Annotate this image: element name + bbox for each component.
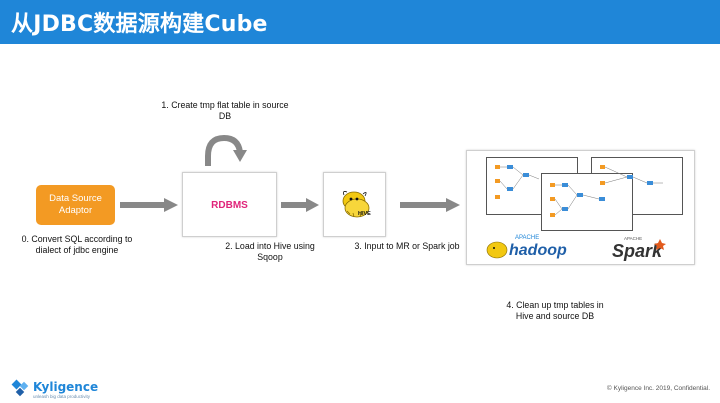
title-bar: 从JDBC数据源构建Cube: [0, 0, 720, 44]
dag-card-front: [541, 173, 633, 231]
rdbms-label: RDBMS: [211, 200, 248, 211]
hive-box: HIVE: [323, 172, 386, 237]
hadoop-apache-text: APACHE: [515, 235, 539, 241]
hadoop-logo-icon: APACHE hadoop: [486, 235, 567, 259]
spark-logo-icon: APACHE Spark: [612, 236, 666, 261]
spark-apache-text: APACHE: [624, 236, 642, 241]
step-0-label: 0. Convert SQL according to dialect of j…: [21, 234, 133, 255]
rdbms-box: RDBMS: [182, 172, 277, 237]
step-1-label: 1. Create tmp flat table in source DB: [161, 100, 289, 121]
hadoop-logo-text: hadoop: [509, 242, 567, 259]
page-title: 从JDBC数据源构建Cube: [11, 12, 268, 37]
company-tagline: unleash big data productivity: [33, 394, 91, 399]
arrow-hive-to-engine-icon: [400, 198, 460, 212]
step-3-label: 3. Input to MR or Spark job: [354, 241, 460, 251]
hive-logo-text: HIVE: [358, 211, 371, 217]
hive-logo-icon: HIVE: [342, 191, 371, 218]
step-4-label: 4. Clean up tmp tables in Hive and sourc…: [506, 300, 604, 321]
step-2-label: 2. Load into Hive using Sqoop: [225, 241, 315, 262]
copyright-text: © Kyligence Inc. 2019, Confidential.: [606, 385, 710, 392]
company-name: Kyligence: [33, 380, 99, 394]
compute-engine-box: APACHE hadoop APACHE Spark: [466, 150, 695, 265]
dag-diagram-icon: [495, 165, 663, 217]
data-source-adaptor-box: Data Source Adaptor: [36, 185, 115, 225]
arrow-source-to-rdbms-icon: [120, 198, 178, 212]
arrow-rdbms-to-hive-icon: [281, 198, 319, 212]
loop-arrow-icon: [205, 134, 247, 166]
kyligence-logo-icon: [11, 379, 29, 397]
spark-logo-text: Spark: [612, 241, 663, 261]
data-source-adaptor-label: Data Source Adaptor: [49, 193, 102, 216]
